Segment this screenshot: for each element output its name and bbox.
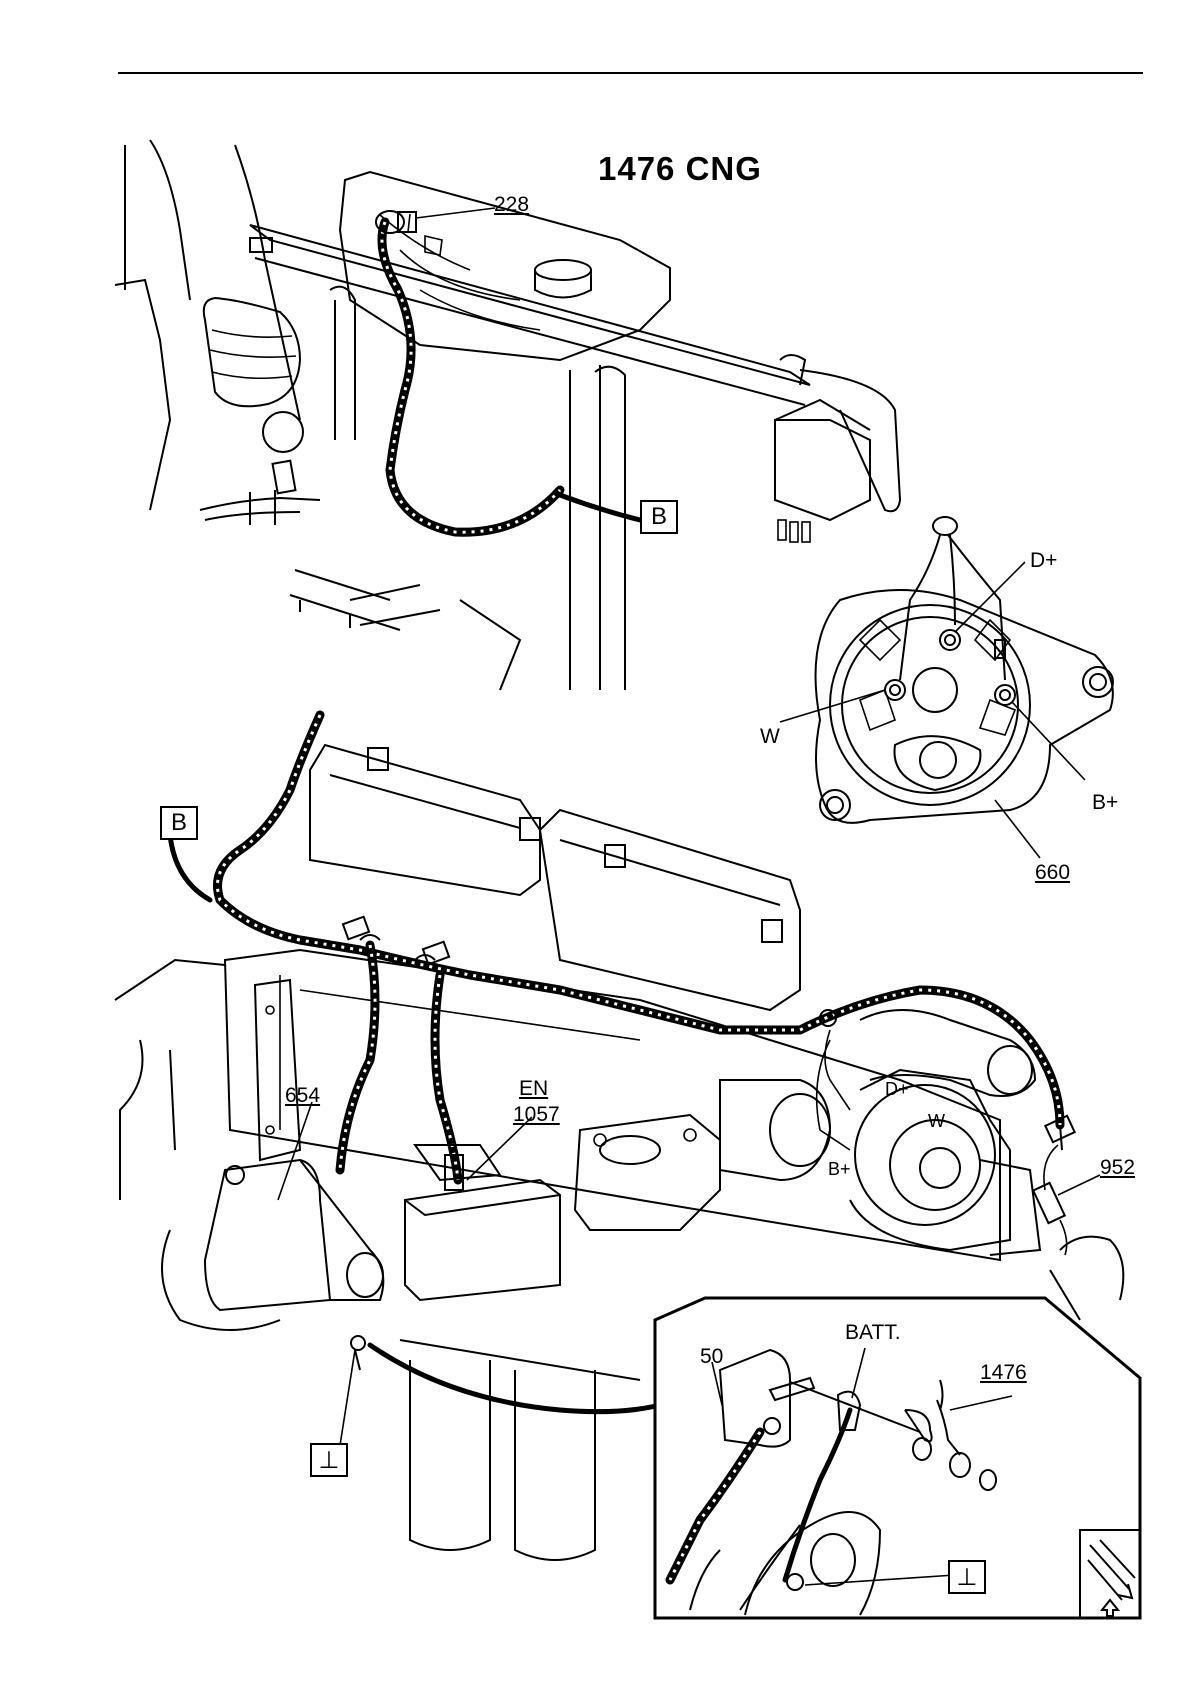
label-d-plus: D+ (1030, 550, 1057, 571)
label-w: W (760, 726, 780, 747)
alternator-rear-view (780, 517, 1113, 858)
label-952: 952 (1100, 1157, 1135, 1178)
label-1476: 1476 (980, 1362, 1027, 1383)
label-228: 228 (494, 194, 529, 215)
label-b-plus: B+ (1092, 792, 1118, 813)
ground-symbol-main: ⊥ (310, 1443, 348, 1477)
ground-symbol-inset: ⊥ (948, 1560, 986, 1594)
label-50: 50 (700, 1346, 723, 1367)
connector-b-top: B (640, 500, 678, 534)
label-654: 654 (285, 1085, 320, 1106)
battery-terminal-inset (655, 1298, 1140, 1618)
radiator-assembly (115, 140, 900, 690)
diagram-title: 1476 CNG (598, 150, 762, 188)
label-en: EN (519, 1078, 548, 1099)
label-1057: 1057 (513, 1104, 560, 1125)
label-w-small: W (928, 1112, 945, 1130)
connector-b-left: B (160, 806, 198, 840)
label-d-plus-small: D+ (885, 1080, 909, 1098)
label-b-plus-small: B+ (828, 1160, 851, 1178)
label-660: 660 (1035, 862, 1070, 883)
label-batt: BATT. (845, 1322, 901, 1343)
